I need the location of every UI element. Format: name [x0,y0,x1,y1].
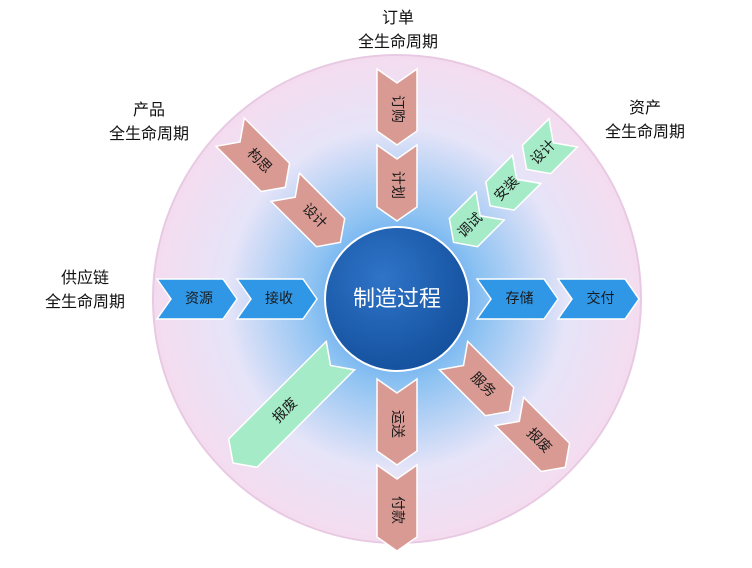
label-product: 产品 全生命周期 [94,98,204,146]
label-asset-title: 资产 [628,98,661,117]
chevron-asset-1 [485,153,543,211]
label-order: 订单 全生命周期 [353,6,443,54]
chevron-product-2 [437,339,515,417]
stage-order-1: 计划 [389,171,405,199]
label-order-title: 订单 [381,8,414,27]
center-hub [324,226,470,372]
label-supply-subtitle: 全生命周期 [44,292,125,311]
stage-supply-3: 交付 [587,290,615,307]
chevron-order-1 [376,143,418,222]
stage-order-2: 运送 [389,410,405,438]
label-asset: 资产 全生命周期 [590,96,700,144]
chevron-asset-2 [448,190,506,248]
label-asset-subtitle: 全生命周期 [604,122,685,141]
chevron-asset-3 [227,339,357,469]
stage-order-3: 付款 [389,496,405,524]
label-order-subtitle: 全生命周期 [357,32,438,51]
chevron-supply-1 [235,278,318,320]
chevron-supply-3 [556,278,640,320]
label-supply-title: 供应链 [60,268,109,287]
label-supply: 供应链 全生命周期 [30,266,140,314]
chevron-supply-2 [475,278,559,320]
center-label: 制造过程 [353,287,441,312]
chevron-asset-0 [521,117,579,175]
stage-supply-2: 存储 [506,291,534,307]
stage-supply-1: 接收 [265,290,293,307]
label-product-title: 产品 [132,100,165,119]
chevron-order-3 [376,463,418,552]
chevron-product-1 [269,171,346,248]
chevron-product-0 [214,116,291,193]
chevron-supply-0 [155,278,238,320]
chevron-product-3 [493,395,571,473]
chevron-order-2 [376,377,418,466]
label-product-subtitle: 全生命周期 [108,124,189,143]
chevron-order-0 [376,67,418,146]
stage-supply-0: 资源 [185,291,213,307]
stage-order-0: 订购 [389,95,405,123]
